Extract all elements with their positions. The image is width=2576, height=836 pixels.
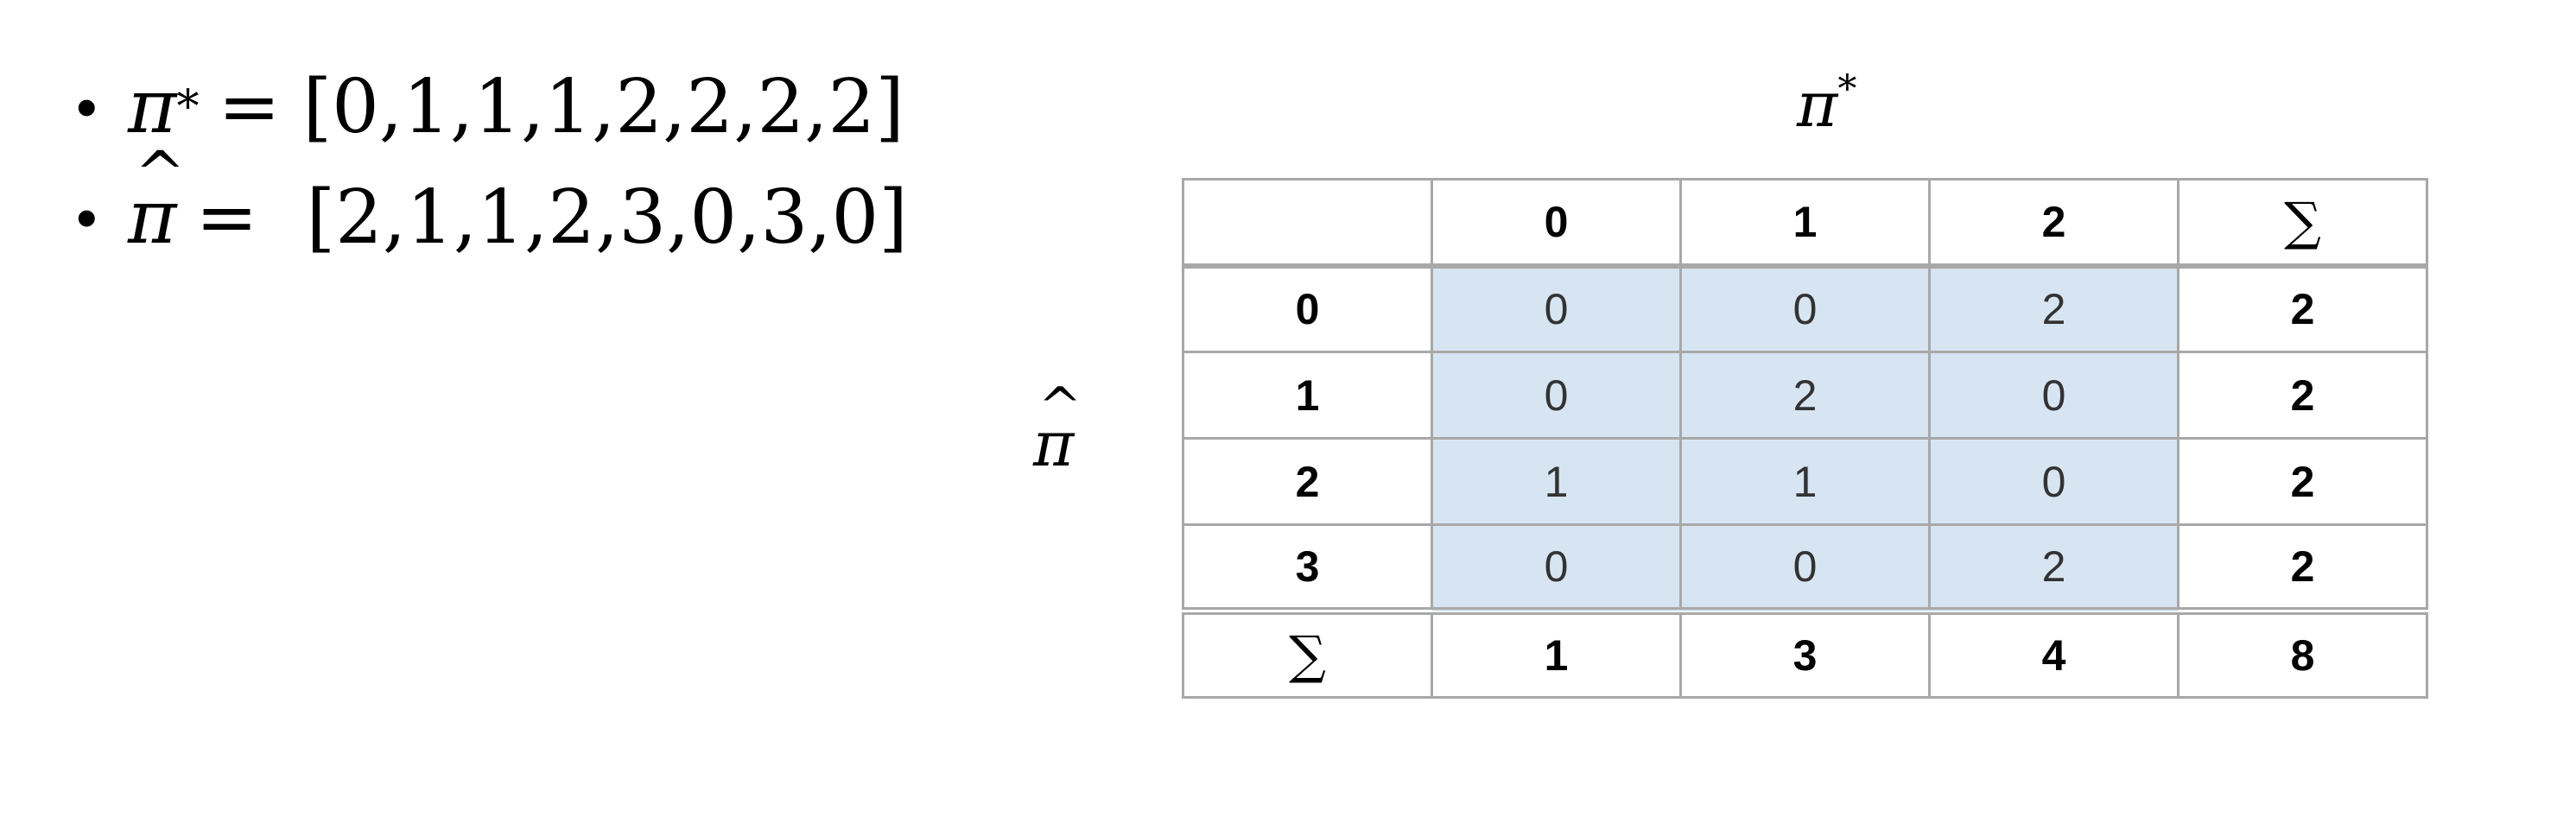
grand-total: 8 xyxy=(2177,607,2428,699)
star-superscript: * xyxy=(176,81,200,133)
column-header: 2 xyxy=(1928,178,2179,269)
column-total: 1 xyxy=(1431,607,1682,699)
row-total: 2 xyxy=(2177,523,2428,612)
count-cell: 0 xyxy=(1928,437,2179,526)
pi-hat-symbol: ^ π xyxy=(128,138,186,261)
column-total: 4 xyxy=(1928,607,2179,699)
hat-accent: ^ xyxy=(135,138,186,209)
count-cell: 2 xyxy=(1928,264,2179,353)
star-superscript: * xyxy=(1837,67,1857,111)
pi-symbol: π xyxy=(128,64,177,150)
column-total: 3 xyxy=(1679,607,1931,699)
count-cell: 1 xyxy=(1679,437,1931,526)
row-label: 3 xyxy=(1182,523,1433,612)
bullet-icon: • xyxy=(76,184,98,251)
totals-row: ∑ 1 3 4 8 xyxy=(1182,607,2428,699)
column-header: 1 xyxy=(1679,178,1931,269)
table-row: 2 1 1 0 2 xyxy=(1182,437,2428,526)
row-total: 2 xyxy=(2177,351,2428,440)
pi-symbol: π xyxy=(128,174,177,261)
equation-pi-star: • π * = [0,1,1,1,2,2,2,2] xyxy=(76,52,908,162)
table-row: 1 0 2 0 2 xyxy=(1182,351,2428,440)
table-row: 3 0 0 2 2 xyxy=(1182,523,2428,612)
table-row: 0 0 0 2 2 xyxy=(1182,264,2428,353)
count-cell: 2 xyxy=(1928,523,2179,612)
table-header-row: 0 1 2 ∑ xyxy=(1182,178,2428,269)
pi-hat-symbol: ^ π xyxy=(1033,377,1082,480)
contingency-table: 0 1 2 ∑ 0 0 0 2 2 1 0 2 0 2 2 1 1 0 2 3 … xyxy=(1182,178,2428,699)
equation-list: • π * = [0,1,1,1,2,2,2,2] • ^ π = [2,1,1… xyxy=(76,52,908,273)
pi-symbol: π xyxy=(1033,408,1075,480)
column-axis-title: π* xyxy=(1797,67,1856,141)
row-label: 2 xyxy=(1182,437,1433,526)
row-total: 2 xyxy=(2177,437,2428,526)
row-axis-title: ^ π xyxy=(1033,377,1082,480)
row-label: 0 xyxy=(1182,264,1433,353)
count-cell: 2 xyxy=(1679,351,1931,440)
equation-pi-hat: • ^ π = [2,1,1,2,3,0,3,0] xyxy=(76,138,908,273)
column-header: 0 xyxy=(1431,178,1682,269)
sum-column-header: ∑ xyxy=(2177,178,2428,269)
row-total: 2 xyxy=(2177,264,2428,353)
count-cell: 0 xyxy=(1928,351,2179,440)
hat-accent: ^ xyxy=(1038,377,1082,437)
equals-sign: = xyxy=(218,64,281,150)
count-cell: 0 xyxy=(1679,523,1931,612)
equals-sign: = xyxy=(195,174,258,261)
count-cell: 1 xyxy=(1431,437,1682,526)
pi-hat-vector: [2,1,1,2,3,0,3,0] xyxy=(306,174,908,261)
count-cell: 0 xyxy=(1431,523,1682,612)
count-cell: 0 xyxy=(1679,264,1931,353)
count-cell: 0 xyxy=(1431,264,1682,353)
count-cell: 0 xyxy=(1431,351,1682,440)
pi-star-vector: [0,1,1,1,2,2,2,2] xyxy=(302,64,904,150)
corner-cell xyxy=(1182,178,1433,269)
bullet-icon: • xyxy=(76,73,98,141)
pi-symbol: π xyxy=(1797,68,1838,141)
row-label: 1 xyxy=(1182,351,1433,440)
sum-row-label: ∑ xyxy=(1182,607,1433,699)
